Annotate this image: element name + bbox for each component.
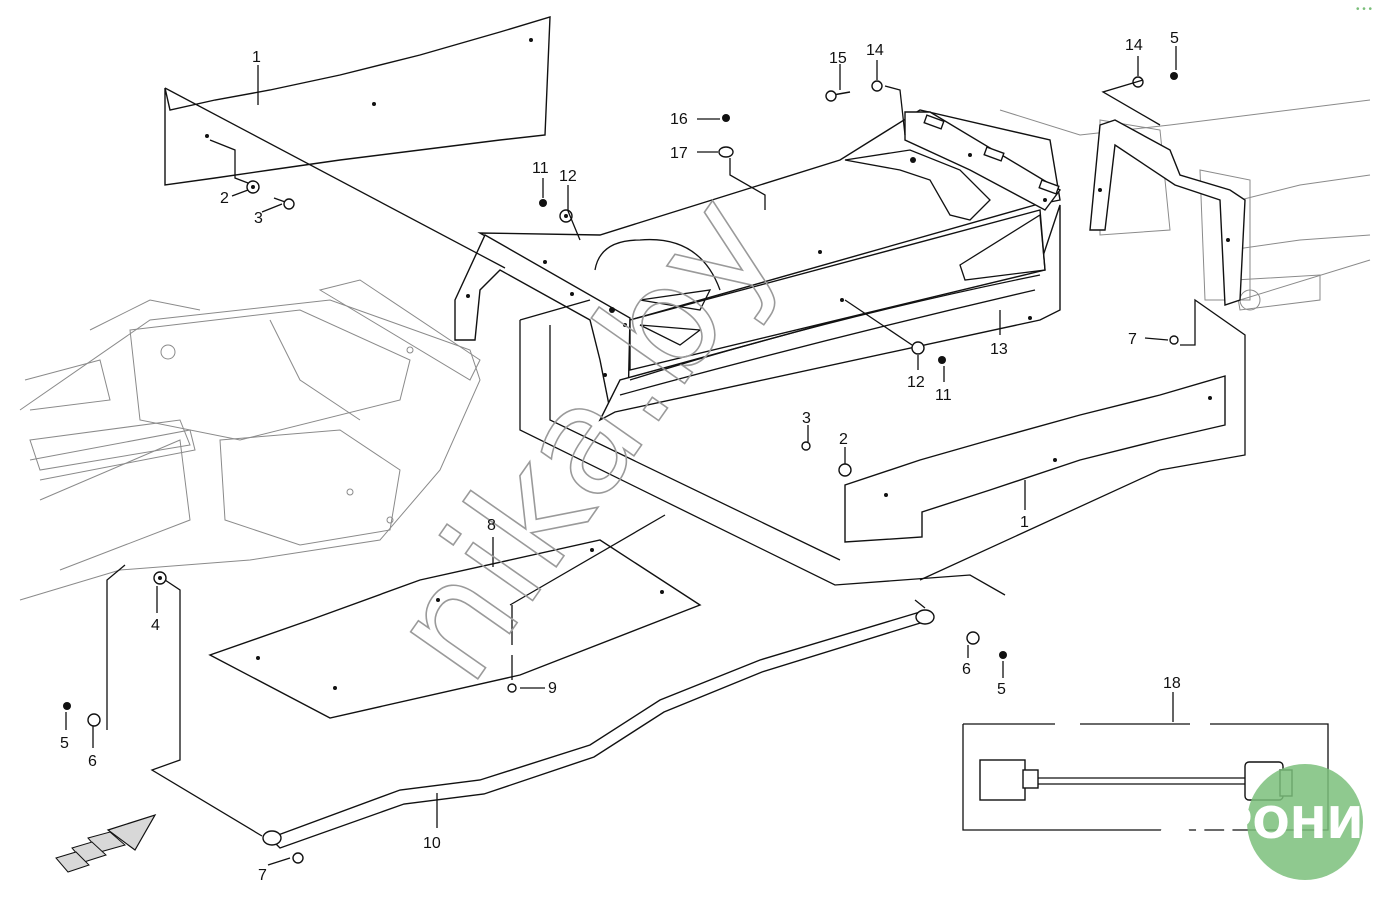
agronika-logo: АГРОНИКА bbox=[1158, 764, 1383, 880]
rod-part-10 bbox=[262, 609, 935, 849]
callout-1-lower: 1 bbox=[1020, 514, 1029, 531]
callout-5-right: 5 bbox=[997, 681, 1006, 698]
callout-2-lower: 2 bbox=[839, 431, 848, 448]
corner-mark: • • • bbox=[1356, 4, 1373, 15]
callout-5-upper-right: 5 bbox=[1170, 30, 1179, 47]
callout-14-right: 14 bbox=[1125, 37, 1143, 54]
callout-labels: 1 1 2 2 3 3 4 5 5 5 6 6 7 7 8 9 10 11 11… bbox=[60, 30, 1181, 884]
leader-lines bbox=[65, 46, 1246, 866]
callout-15: 15 bbox=[829, 50, 847, 67]
callout-11-lower: 11 bbox=[935, 387, 952, 404]
callout-8: 8 bbox=[487, 517, 496, 534]
callout-3-lower: 3 bbox=[802, 410, 811, 427]
frame-assembly bbox=[454, 109, 1062, 422]
callout-12-upper: 12 bbox=[559, 168, 577, 185]
background-machine-left bbox=[19, 279, 481, 601]
callout-7-bottom: 7 bbox=[258, 867, 267, 884]
callout-1-upper: 1 bbox=[252, 49, 261, 66]
callout-5-left: 5 bbox=[60, 735, 69, 752]
callout-18: 18 bbox=[1163, 675, 1181, 692]
direction-arrow-icon bbox=[55, 813, 157, 873]
logo-text: АГРОНИКА bbox=[1158, 798, 1383, 849]
callout-7-right: 7 bbox=[1128, 331, 1137, 348]
callout-6-left: 6 bbox=[88, 753, 97, 770]
plate-part-8 bbox=[208, 539, 702, 719]
callout-10: 10 bbox=[423, 835, 441, 852]
callout-16: 16 bbox=[670, 111, 688, 128]
callout-17: 17 bbox=[670, 145, 688, 162]
callout-11-upper: 11 bbox=[532, 160, 549, 177]
callout-13: 13 bbox=[990, 341, 1008, 358]
callout-12-lower: 12 bbox=[907, 374, 925, 391]
callout-6-right: 6 bbox=[962, 661, 971, 678]
callout-14-middle: 14 bbox=[866, 42, 884, 59]
callout-2-upper: 2 bbox=[220, 190, 229, 207]
plate-part-1-lower bbox=[844, 375, 1226, 543]
callout-9: 9 bbox=[548, 680, 557, 697]
hardware-items bbox=[63, 72, 1179, 864]
callout-3-upper: 3 bbox=[254, 210, 263, 227]
callout-4: 4 bbox=[151, 617, 160, 634]
side-bracket-right bbox=[1089, 119, 1246, 306]
plate-part-1-upper bbox=[164, 16, 551, 186]
